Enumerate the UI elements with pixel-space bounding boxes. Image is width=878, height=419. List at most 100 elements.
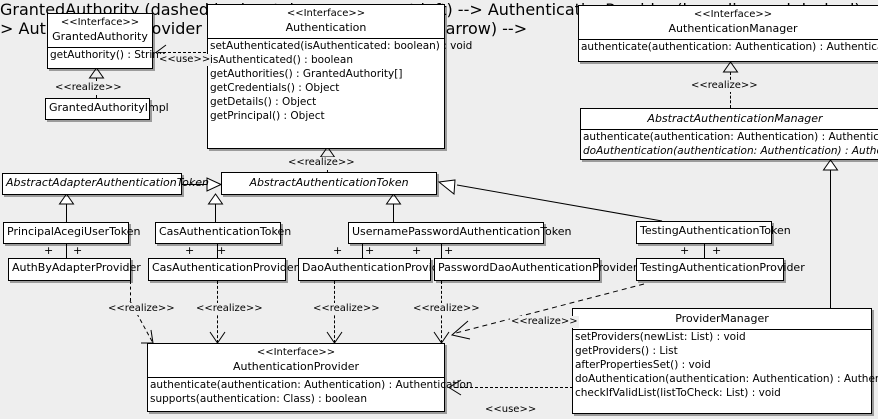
assoc-plus-left-testingtoken: + [680, 244, 690, 257]
stereotype-interface: <<Interface>> [60, 17, 140, 28]
assoc-plus-2-userpasstoken: + [365, 244, 375, 257]
class-header-password-dao-authentication-provider: PasswordDaoAuthenticationProvider [435, 259, 638, 278]
class-members-provider-manager: setProviders(newList: List) : void getPr… [573, 330, 878, 400]
class-header-abstract-authentication-manager: AbstractAuthenticationManager [581, 109, 878, 130]
class-provider-manager[interactable]: ProviderManager setProviders(newList: Li… [572, 308, 878, 414]
class-header-authentication-provider: <<Interface>> AuthenticationProvider [148, 344, 444, 378]
member-getcredentials: getCredentials() : Object [210, 82, 340, 94]
class-name-dao-authentication-provider: DaoAuthenticationProvider [302, 261, 450, 274]
member-setauthenticated: setAuthenticated(isAuthenticated: boolea… [210, 40, 473, 52]
class-header-cas-authentication-provider: CasAuthenticationProvider [149, 259, 299, 278]
member-doauthentication-abstract-manager: doAuthentication(authentication: Authent… [583, 145, 878, 157]
edge-castoken-generalize-line [215, 204, 216, 222]
edge-label-realize-provider-4: <<realize>> [412, 303, 481, 315]
member-isauthenticated: isAuthenticated() : boolean [210, 54, 353, 66]
assoc-plus-left-castoken: + [185, 244, 195, 257]
stereotype-interface-authentication-manager: <<Interface>> [693, 9, 773, 20]
member-afterpropertiesset: afterPropertiesSet() : void [575, 359, 711, 371]
class-members-abstract-authentication-manager: authenticate(authentication: Authenticat… [581, 130, 878, 158]
class-header-testing-authentication-provider: TestingAuthenticationProvider [637, 259, 805, 278]
edge-label-realize-provider-5: <<realize>> [510, 316, 579, 328]
edge-label-realize-authentication: <<realize>> [287, 157, 356, 169]
class-abstract-authentication-token[interactable]: AbstractAuthenticationToken [221, 172, 437, 195]
edge-testingprovider-realize [450, 283, 645, 340]
class-authentication-manager[interactable]: <<Interface>> AuthenticationManager auth… [578, 5, 878, 62]
edge-principalacegi-generalize-line [66, 204, 67, 222]
edge-label-realize-provider-1: <<realize>> [107, 303, 176, 315]
member-setproviders: setProviders(newList: List) : void [575, 331, 746, 343]
edge-userpasstoken-assoc-passworddao-line [441, 243, 442, 258]
assoc-plus-left-principalacegi: + [44, 244, 54, 257]
edge-testingtoken-assoc-line [704, 243, 705, 258]
class-name-abstract-authentication-manager: AbstractAuthenticationManager [647, 112, 823, 125]
edge-userpasstoken-assoc-dao-line [362, 243, 363, 258]
class-testing-authentication-token[interactable]: TestingAuthenticationToken [636, 221, 791, 244]
triangle-abstracttoken-generalize-cas [207, 193, 224, 205]
assoc-plus-3-userpasstoken: + [412, 244, 422, 257]
class-authentication-provider[interactable]: <<Interface>> AuthenticationProvider aut… [147, 343, 473, 412]
class-header-auth-by-adapter-provider: AuthByAdapterProvider [9, 259, 141, 278]
class-header-dao-authentication-provider: DaoAuthenticationProvider [299, 259, 450, 278]
edge-label-realize-provider-2: <<realize>> [195, 303, 264, 315]
edge-use-grantedauthority-line [158, 52, 206, 54]
edge-label-realize-authenticationmanager: <<realize>> [690, 80, 759, 92]
class-name-abstract-authentication-token: AbstractAuthenticationToken [249, 176, 409, 189]
class-name-granted-authority-impl: GrantedAuthorityImpl [49, 101, 169, 114]
member-getauthorities: getAuthorities() : GrantedAuthority[] [210, 68, 403, 80]
class-header-cas-authentication-token: CasAuthenticationToken [156, 223, 291, 242]
member-getauthority: getAuthority() : String [50, 49, 166, 61]
class-principal-acegi-user-token[interactable]: PrincipalAcegiUserToken [3, 222, 140, 244]
member-authenticate-manager: authenticate(authentication: Authenticat… [581, 41, 878, 53]
class-header-abstract-authentication-token: AbstractAuthenticationToken [222, 173, 436, 193]
class-password-dao-authentication-provider[interactable]: PasswordDaoAuthenticationProvider [434, 258, 638, 281]
triangle-grantedauthority-realize [88, 67, 105, 79]
class-header-abstract-adapter-authentication-token: AbstractAdapterAuthenticationToken [3, 174, 209, 193]
class-name-cas-authentication-provider: CasAuthenticationProvider [152, 261, 299, 274]
class-name-testing-authentication-provider: TestingAuthenticationProvider [640, 261, 805, 274]
member-authenticate-provider: authenticate(authentication: Authenticat… [150, 379, 473, 391]
triangle-adapter-generalize [58, 193, 75, 205]
class-cas-authentication-provider[interactable]: CasAuthenticationProvider [148, 258, 299, 281]
class-cas-authentication-token[interactable]: CasAuthenticationToken [155, 222, 291, 244]
class-header-principal-acegi-user-token: PrincipalAcegiUserToken [4, 223, 140, 242]
class-name-testing-authentication-token: TestingAuthenticationToken [640, 224, 791, 237]
class-members-authentication-manager: authenticate(authentication: Authenticat… [579, 40, 878, 54]
class-name-authentication-provider: AuthenticationProvider [232, 360, 360, 373]
class-name-username-password-authentication-token: UsernamePasswordAuthenticationToken [352, 225, 572, 238]
assoc-plus-right-principalacegi: + [73, 244, 83, 257]
member-getprincipal: getPrincipal() : Object [210, 110, 325, 122]
assoc-plus-4-userpasstoken: + [444, 244, 454, 257]
class-testing-authentication-provider[interactable]: TestingAuthenticationProvider [636, 258, 805, 281]
class-authentication[interactable]: <<Interface>> Authentication setAuthenti… [207, 4, 473, 149]
member-getdetails: getDetails() : Object [210, 96, 317, 108]
member-supports-provider: supports(authentication: Class) : boolea… [150, 393, 367, 405]
class-username-password-authentication-token[interactable]: UsernamePasswordAuthenticationToken [348, 222, 572, 244]
class-granted-authority[interactable]: <<Interface>> GrantedAuthority getAuthor… [47, 13, 166, 69]
class-dao-authentication-provider[interactable]: DaoAuthenticationProvider [298, 258, 450, 281]
member-getproviders: getProviders() : List [575, 345, 678, 357]
class-members-authentication-provider: authenticate(authentication: Authenticat… [148, 378, 473, 406]
class-header-username-password-authentication-token: UsernamePasswordAuthenticationToken [349, 223, 572, 242]
class-header-authentication-manager: <<Interface>> AuthenticationManager [579, 6, 878, 40]
class-name-provider-manager: ProviderManager [675, 312, 769, 325]
class-header-provider-manager: ProviderManager [573, 309, 871, 330]
class-abstract-adapter-authentication-token[interactable]: AbstractAdapterAuthenticationToken [2, 173, 209, 195]
class-name-authentication-manager: AuthenticationManager [668, 22, 798, 35]
class-abstract-authentication-manager[interactable]: AbstractAuthenticationManager authentica… [580, 108, 878, 160]
edge-usernamepasswordtoken-generalize-line [393, 204, 394, 222]
member-checkifvalidlist: checkIfValidList(listToCheck: List) : vo… [575, 387, 781, 399]
assoc-plus-right-testingtoken: + [712, 244, 722, 257]
edge-principalacegi-assoc-line [66, 243, 67, 258]
class-header-testing-authentication-token: TestingAuthenticationToken [637, 222, 791, 241]
class-header-authentication: <<Interface>> Authentication [208, 5, 444, 39]
class-name-password-dao-authentication-provider: PasswordDaoAuthenticationProvider [438, 261, 638, 274]
edge-castoken-assoc-line [217, 243, 218, 258]
edge-testingtoken-generalize [437, 179, 663, 222]
triangle-abstractauthmanager-generalize [822, 159, 839, 171]
triangle-abstracttoken-generalize-userpass [385, 193, 402, 205]
class-name-granted-authority: GrantedAuthority [52, 30, 148, 43]
triangle-authenticationmanager-realize [722, 61, 739, 73]
class-granted-authority-impl[interactable]: GrantedAuthorityImpl [45, 98, 169, 120]
class-auth-by-adapter-provider[interactable]: AuthByAdapterProvider [8, 258, 141, 281]
class-name-abstract-adapter-authentication-token: AbstractAdapterAuthenticationToken [6, 176, 209, 189]
